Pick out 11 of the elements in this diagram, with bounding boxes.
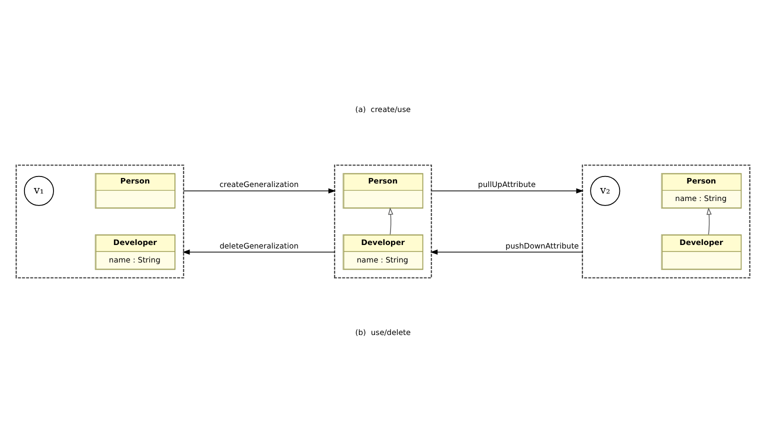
cluster [334,164,432,278]
arrow [388,207,394,235]
node-circle: v₁ [24,176,54,206]
arrow [183,188,336,194]
arrow [706,207,712,235]
arrow [182,250,335,255]
cluster [582,164,750,278]
arrow [431,188,584,194]
arrow [430,250,583,255]
node-circle: v₂ [590,176,620,206]
cluster [16,164,184,278]
